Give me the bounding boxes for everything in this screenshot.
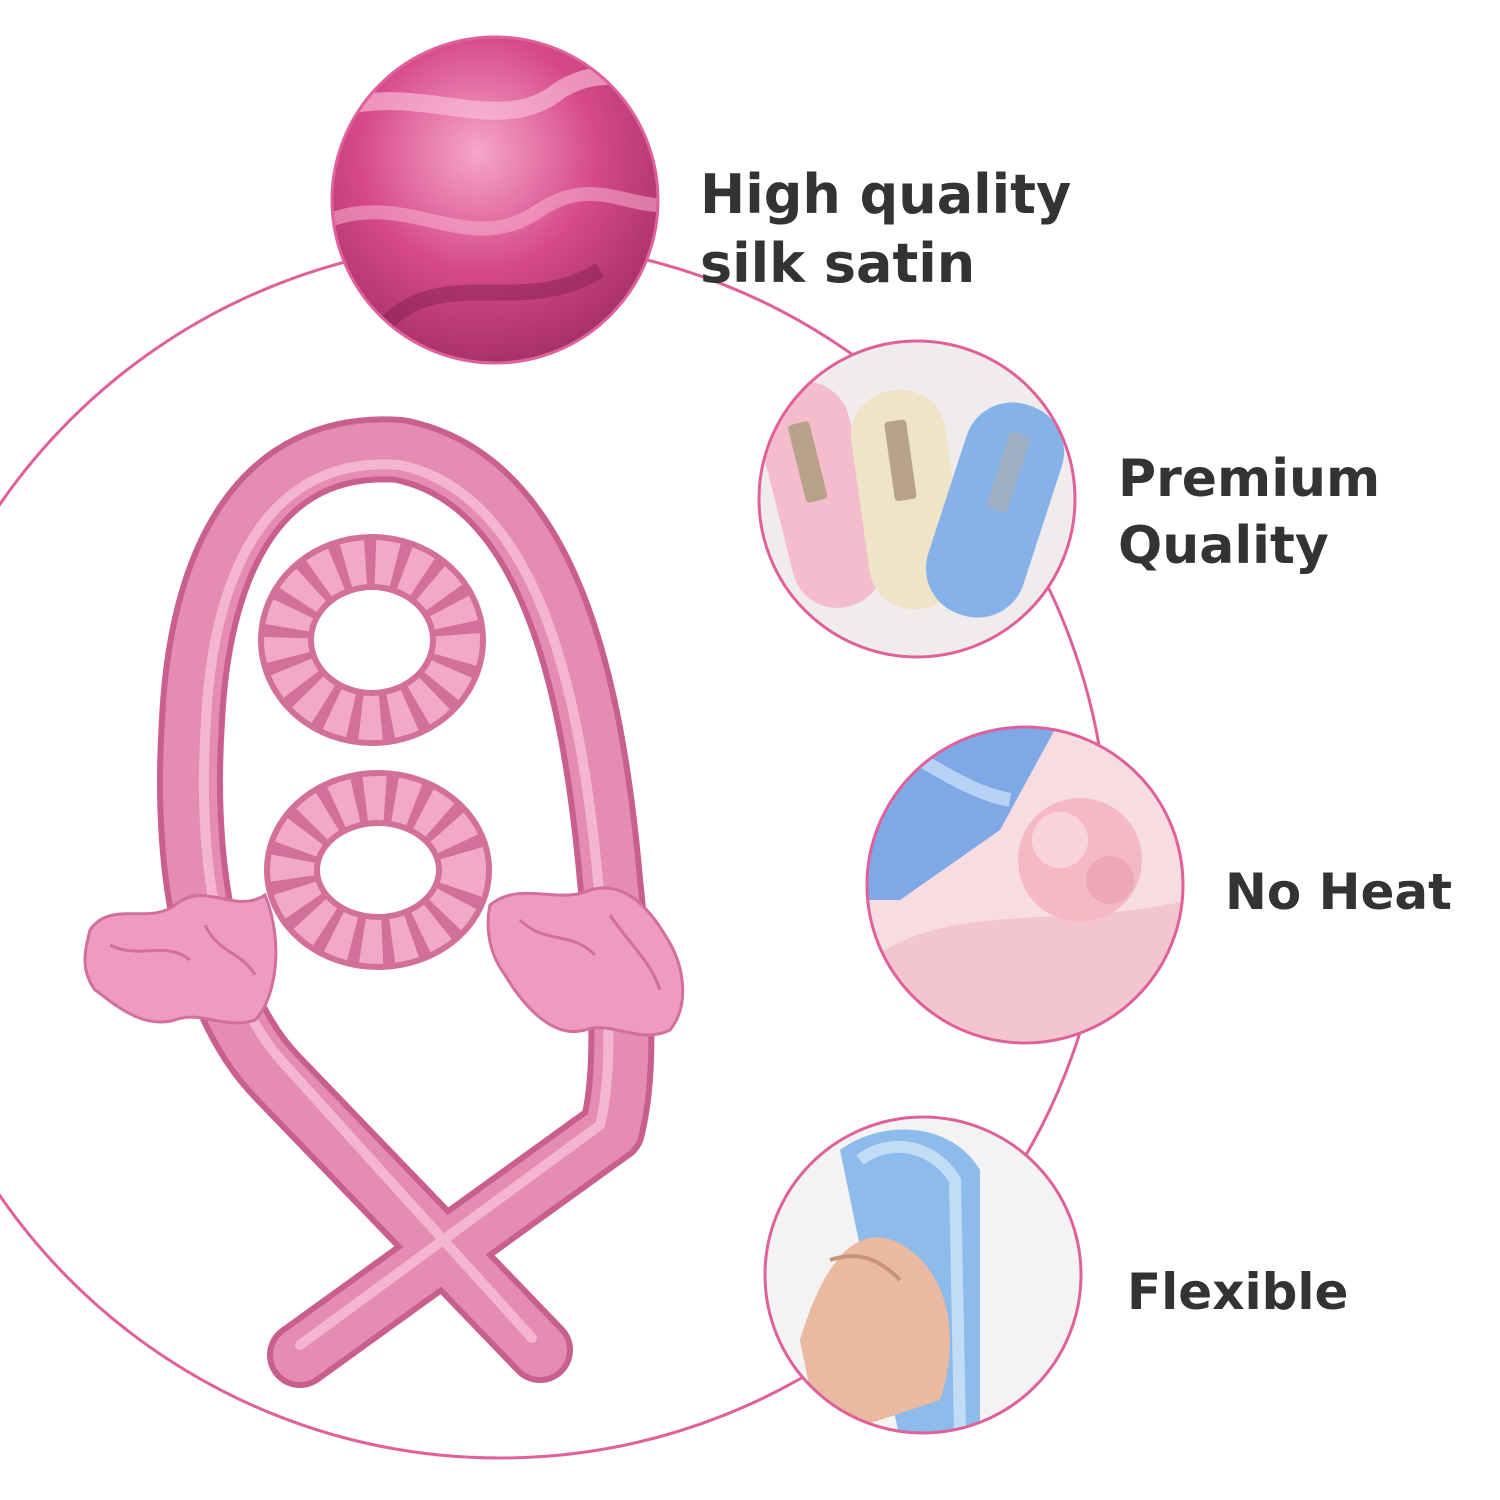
- feature-label-line: High quality: [700, 163, 1072, 226]
- rod-tie-right: [486, 886, 685, 1037]
- pink-satin-fabric-icon: [330, 35, 660, 365]
- scrunchie-bottom: [264, 770, 492, 970]
- scrunchie-top: [258, 534, 486, 746]
- feature-label-line: Quality: [1118, 515, 1329, 576]
- hand-bending-blue-rod-icon: [763, 1115, 1083, 1435]
- feature-label-line: No Heat: [1225, 863, 1453, 921]
- feature-label-flexible: Flexible: [1127, 1260, 1348, 1324]
- feature-label-line: Flexible: [1127, 1263, 1349, 1321]
- feature-label-line: Premium: [1118, 449, 1381, 509]
- pink-satin-heatless-curling-rod-with-scrunchies-icon: [83, 416, 685, 1388]
- feature-label-premium-quality: Premium Quality: [1118, 446, 1380, 579]
- feature-label-silk-satin: High quality silk satin: [700, 160, 1071, 298]
- rod-tie-left: [83, 892, 278, 1025]
- colored-satin-rods-with-clips-icon: [757, 339, 1077, 659]
- satin-scrunchie-closeup-icon: [865, 725, 1185, 1045]
- feature-label-no-heat: No Heat: [1225, 860, 1452, 924]
- feature-label-line: silk satin: [700, 232, 976, 296]
